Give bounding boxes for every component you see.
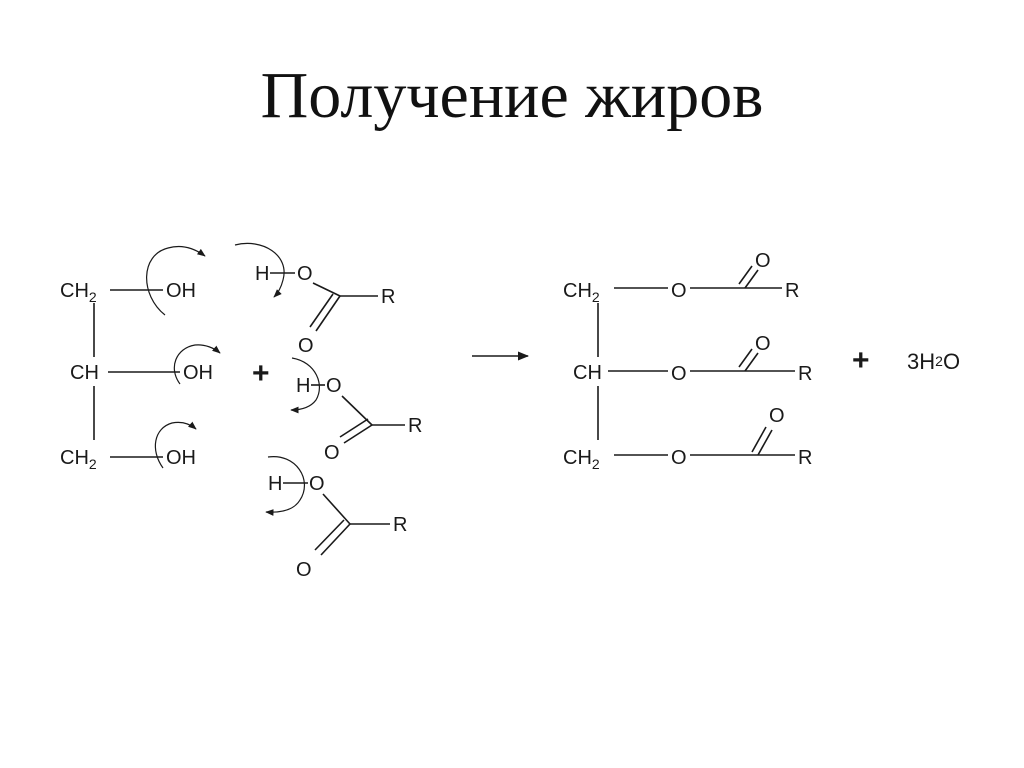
double-bond xyxy=(738,265,753,285)
plus-sign: + xyxy=(252,357,270,390)
acid-o-double: O xyxy=(298,335,314,357)
acid-o-double: O xyxy=(296,559,312,581)
acid-o-double: O xyxy=(324,442,340,464)
glycerol-ch: CH xyxy=(70,362,99,384)
bond xyxy=(322,493,351,525)
double-bond xyxy=(309,293,334,328)
product-ch2-bottom: CH2 xyxy=(563,447,600,472)
product-o: O xyxy=(671,447,687,469)
product-o: O xyxy=(671,363,687,385)
product-r: R xyxy=(798,363,812,385)
product-r: R xyxy=(798,447,812,469)
triglyceride: CH2 O R O CH O R O CH2 O R O xyxy=(563,250,812,472)
product-o-double: O xyxy=(769,405,785,427)
acid-h: H xyxy=(268,473,282,495)
plus-sign: + xyxy=(852,344,870,377)
glycerol-oh-3: OH xyxy=(166,447,196,469)
product-o-double: O xyxy=(755,333,771,355)
glycerol-oh-2: OH xyxy=(183,362,213,384)
double-bond xyxy=(738,348,753,368)
double-bond xyxy=(757,429,773,456)
glycerol-ch2-bottom: CH2 xyxy=(60,447,97,472)
product-r: R xyxy=(785,280,799,302)
curved-arrow xyxy=(234,242,285,298)
acid-r: R xyxy=(408,415,422,437)
acid-o: O xyxy=(309,473,325,495)
curved-arrow xyxy=(154,421,197,469)
double-bond xyxy=(751,426,767,453)
acid-molecule: H O R O xyxy=(255,263,395,357)
acid-r: R xyxy=(393,514,407,536)
acid-h: H xyxy=(255,263,269,285)
bond xyxy=(341,395,373,426)
acid-o: O xyxy=(297,263,313,285)
glycerol-oh-1: OH xyxy=(166,280,196,302)
product-o: O xyxy=(671,280,687,302)
double-bond xyxy=(744,269,759,289)
double-bond xyxy=(744,352,759,372)
glycerol: CH2 OH CH OH CH2 OH xyxy=(60,280,213,472)
double-bond xyxy=(339,418,369,438)
curved-arrow xyxy=(290,357,320,414)
product-ch2-top: CH2 xyxy=(563,280,600,305)
acid-r: R xyxy=(381,286,395,308)
curved-arrow xyxy=(146,245,206,316)
double-bond xyxy=(314,519,345,551)
product-o-double: O xyxy=(755,250,771,272)
acid-molecule: H O R O xyxy=(268,473,407,581)
curved-arrow xyxy=(265,456,305,516)
curved-arrow xyxy=(173,344,221,385)
bond xyxy=(312,282,341,297)
product-ch: CH xyxy=(573,362,602,384)
slide-title: Получение жиров xyxy=(260,59,764,132)
acid-molecule: H O R O xyxy=(296,375,422,464)
acid-o: O xyxy=(326,375,342,397)
water-formula: 3H2O xyxy=(907,349,960,374)
double-bond xyxy=(343,424,373,444)
double-bond xyxy=(320,523,351,556)
acid-h: H xyxy=(296,375,310,397)
double-bond xyxy=(315,295,341,332)
glycerol-ch2-top: CH2 xyxy=(60,280,97,305)
